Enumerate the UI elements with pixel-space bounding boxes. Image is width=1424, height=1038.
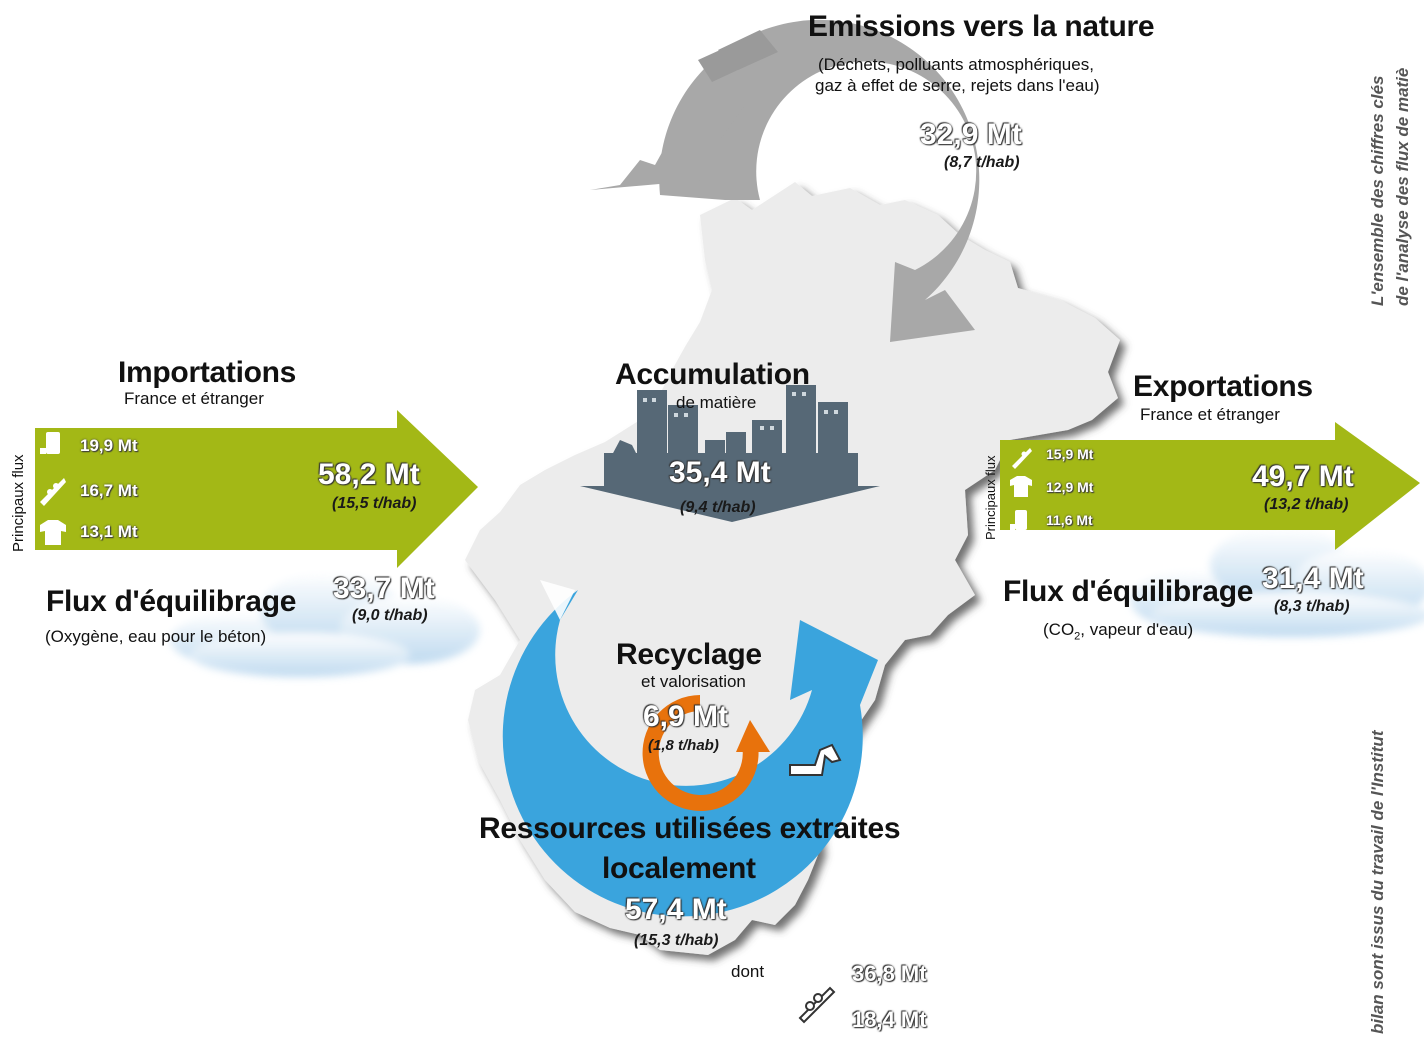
export-item-1-value: 15,9 Mt <box>1046 446 1094 462</box>
emissions-subtitle-1: (Déchets, polluants atmosphériques, <box>818 55 1094 74</box>
import-title: Importations <box>118 356 297 389</box>
accumulation-subtitle: de matière <box>676 393 757 412</box>
export-axis-label: Principaux flux <box>983 455 998 540</box>
emissions-subtitle-2: gaz à effet de serre, rejets dans l'eau) <box>815 76 1100 95</box>
equilibrage-left-value: 33,7 Mt <box>333 572 435 605</box>
recyclage-title: Recyclage <box>616 638 762 671</box>
ressources-title-1: Ressources utilisées extraites <box>479 812 901 845</box>
side-text-top-1: L'ensemble des chiffres clés <box>1368 75 1387 306</box>
tshirt-icon <box>40 520 66 545</box>
export-title: Exportations <box>1133 370 1313 403</box>
export-subtitle: France et étranger <box>1140 405 1280 424</box>
export-item-2-value: 12,9 Mt <box>1046 479 1094 495</box>
import-subtitle: France et étranger <box>124 389 264 408</box>
side-text-top-2: de l'analyse des flux de matiè <box>1393 67 1412 306</box>
accumulation-per-hab: (9,4 t/hab) <box>680 499 756 516</box>
equilibrage-right-title: Flux d'équilibrage <box>1003 575 1254 608</box>
export-per-hab: (13,2 t/hab) <box>1264 496 1349 513</box>
ressources-item-2-value: 18,4 Mt <box>852 1007 927 1032</box>
factory-icon <box>590 45 780 190</box>
import-arrow <box>35 410 478 568</box>
export-item-3-value: 11,6 Mt <box>1046 512 1093 528</box>
wheat-icon <box>798 986 836 1024</box>
fuel-pump-icon <box>1010 510 1027 530</box>
equilibrage-left-per-hab: (9,0 t/hab) <box>352 607 428 624</box>
ressources-value: 57,4 Mt <box>625 893 727 926</box>
emissions-per-hab: (8,7 t/hab) <box>944 154 1020 171</box>
import-total: 58,2 Mt <box>318 458 420 491</box>
equilibrage-left-title: Flux d'équilibrage <box>46 585 297 618</box>
recyclage-value: 6,9 Mt <box>643 700 729 733</box>
equilibrage-left-subtitle: (Oxygène, eau pour le béton) <box>45 627 267 646</box>
accumulation-arrow <box>580 385 880 522</box>
equilibrage-right-value: 31,4 Mt <box>1262 562 1364 595</box>
wheat-icon <box>40 478 66 506</box>
resources-loop <box>502 580 878 917</box>
emissions-title: Emissions vers la nature <box>808 10 1155 43</box>
accumulation-value: 35,4 Mt <box>669 456 771 489</box>
ressources-per-hab: (15,3 t/hab) <box>634 932 719 949</box>
equilibrage-right-subtitle: (CO2, vapeur d'eau) <box>1043 620 1194 643</box>
accumulation-title: Accumulation <box>615 358 810 391</box>
import-axis-label: Principaux flux <box>10 454 27 552</box>
equilibrage-right-per-hab: (8,3 t/hab) <box>1274 598 1350 615</box>
recycle-ring <box>642 695 770 811</box>
emissions-value: 32,9 Mt <box>920 118 1022 151</box>
recyclage-per-hab: (1,8 t/hab) <box>648 737 719 754</box>
cloud-left <box>170 572 480 677</box>
ressources-title-2: localement <box>602 852 756 885</box>
import-per-hab: (15,5 t/hab) <box>332 495 417 512</box>
fuel-pump-icon <box>40 432 60 454</box>
cloud-right <box>1130 527 1424 637</box>
import-item-2-value: 16,7 Mt <box>80 481 138 500</box>
excavator-icon <box>789 743 842 776</box>
region-map <box>465 182 1120 955</box>
import-item-1-value: 19,9 Mt <box>80 436 138 455</box>
export-arrow <box>1000 422 1420 550</box>
ressources-item-1-value: 36,8 Mt <box>852 961 927 986</box>
import-item-3-value: 13,1 Mt <box>80 522 138 541</box>
export-total: 49,7 Mt <box>1252 460 1354 493</box>
side-text-bottom: bilan sont issus du travail de l'Institu… <box>1368 730 1387 1034</box>
wheat-icon <box>1012 448 1032 469</box>
recyclage-subtitle: et valorisation <box>641 672 746 691</box>
ressources-dont-label: dont <box>731 962 765 981</box>
tshirt-icon <box>1010 476 1032 497</box>
emissions-arrow <box>590 19 980 343</box>
